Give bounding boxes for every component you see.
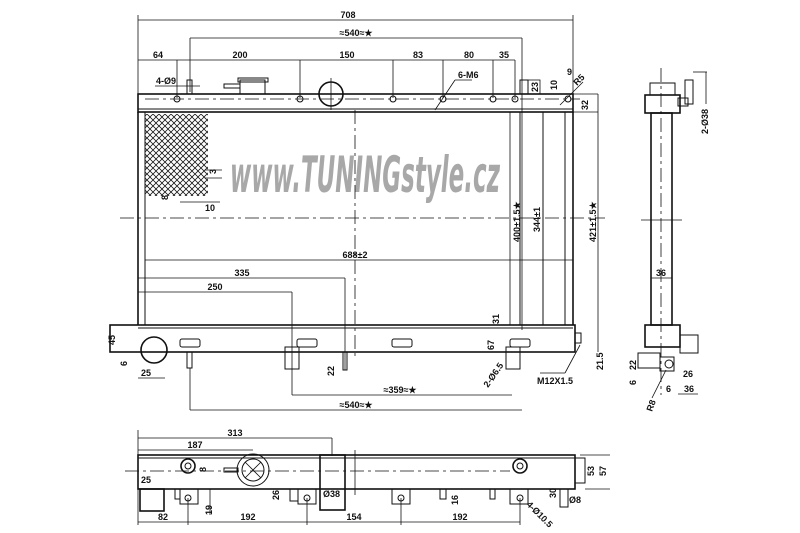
front-view: 708 ≈540≈★ 64 200 150 83 80 35 bbox=[107, 10, 605, 411]
side-dim-6-a: 6 bbox=[628, 380, 638, 385]
core-height-label: 400±1.5★ bbox=[512, 201, 522, 242]
dim-9: 9 bbox=[567, 67, 572, 77]
side-dim-26: 26 bbox=[683, 369, 693, 379]
dim-83: 83 bbox=[413, 50, 423, 60]
core-width-label: 688±2 bbox=[343, 250, 368, 260]
dim-26: 26 bbox=[271, 490, 281, 500]
fin-dim-3: 3 bbox=[208, 169, 218, 174]
drain-cap bbox=[236, 453, 270, 487]
holes-label: 4-Ø10.5 bbox=[525, 499, 555, 529]
dim-35: 35 bbox=[499, 50, 509, 60]
dim-67: 67 bbox=[486, 340, 496, 350]
side-view: 2-Ø38 36 22 6 26 6 36 R8 bbox=[628, 68, 710, 413]
watermark: www.TUNINGstyle.cz bbox=[230, 146, 500, 204]
dim-53: 53 bbox=[586, 466, 596, 476]
dim-200: 200 bbox=[232, 50, 247, 60]
spacing-192-b: 192 bbox=[452, 512, 467, 522]
thread-label: M12X1.5 bbox=[537, 376, 573, 386]
dim-8: 8 bbox=[198, 467, 208, 472]
dim-25-bottom: 25 bbox=[141, 475, 151, 485]
mount-pegs bbox=[179, 338, 531, 371]
overall-width-label: 708 bbox=[340, 10, 355, 20]
dim-19: 19 bbox=[204, 505, 214, 515]
bottom-brackets bbox=[174, 488, 569, 508]
spacing-154: 154 bbox=[346, 512, 361, 522]
hole-label: 4-Ø9 bbox=[156, 76, 176, 86]
drain-fitting bbox=[223, 77, 269, 95]
dia-8-label: Ø8 bbox=[569, 495, 581, 505]
dim-187: 187 bbox=[187, 440, 202, 450]
fin-dim-10: 10 bbox=[205, 203, 215, 213]
pin-label: 2-Ø6.5 bbox=[481, 361, 505, 389]
span-359-label: ≈359≈★ bbox=[384, 385, 418, 395]
dim-57: 57 bbox=[598, 466, 608, 476]
dim-10: 10 bbox=[549, 80, 559, 90]
side-thickness-label: 36 bbox=[656, 268, 666, 278]
pipe-dia-label: Ø38 bbox=[323, 489, 340, 499]
dim-313: 313 bbox=[227, 428, 242, 438]
inlet-pipe bbox=[319, 454, 346, 511]
dim-335: 335 bbox=[234, 268, 249, 278]
dim-250: 250 bbox=[207, 282, 222, 292]
bolt-label: 6-M6 bbox=[458, 70, 479, 80]
side-dim-6-b: 6 bbox=[666, 384, 671, 394]
dim-64: 64 bbox=[153, 50, 163, 60]
dim-6: 6 bbox=[119, 361, 129, 366]
dim-r5: R5 bbox=[571, 72, 586, 87]
dim-150: 150 bbox=[339, 50, 354, 60]
dim-30: 30 bbox=[548, 488, 558, 498]
span-540-label: ≈540≈★ bbox=[340, 400, 374, 410]
core-height-inner-label: 344±1 bbox=[532, 207, 542, 232]
dim-25: 25 bbox=[141, 368, 151, 378]
top-dims: 64 200 150 83 80 35 bbox=[153, 50, 516, 98]
dim-32: 32 bbox=[580, 100, 590, 110]
outlet-pipe bbox=[140, 336, 168, 364]
dim-22: 22 bbox=[326, 366, 336, 376]
mount-span-top-label: ≈540≈★ bbox=[340, 28, 374, 38]
dim-16: 16 bbox=[450, 495, 460, 505]
dim-31: 31 bbox=[491, 314, 501, 324]
dim-80: 80 bbox=[464, 50, 474, 60]
dim-45: 45 bbox=[107, 335, 117, 345]
bottom-view: 313 187 8 Ø38 25 19 26 16 4-Ø bbox=[125, 428, 610, 529]
side-dim-r8: R8 bbox=[644, 398, 657, 412]
side-dim-36: 36 bbox=[684, 384, 694, 394]
core-fins bbox=[145, 114, 208, 196]
side-dim-22: 22 bbox=[628, 360, 638, 370]
spacing-82: 82 bbox=[158, 512, 168, 522]
bolt-holes bbox=[173, 95, 572, 103]
dim-21-5: 21.5 bbox=[595, 352, 605, 370]
fin-dim-8: 8 bbox=[160, 195, 170, 200]
dim-23: 23 bbox=[530, 82, 540, 92]
side-pipe-label: 2-Ø38 bbox=[700, 109, 710, 134]
total-height-label: 421±1.5★ bbox=[588, 201, 598, 242]
spacing-192-a: 192 bbox=[240, 512, 255, 522]
